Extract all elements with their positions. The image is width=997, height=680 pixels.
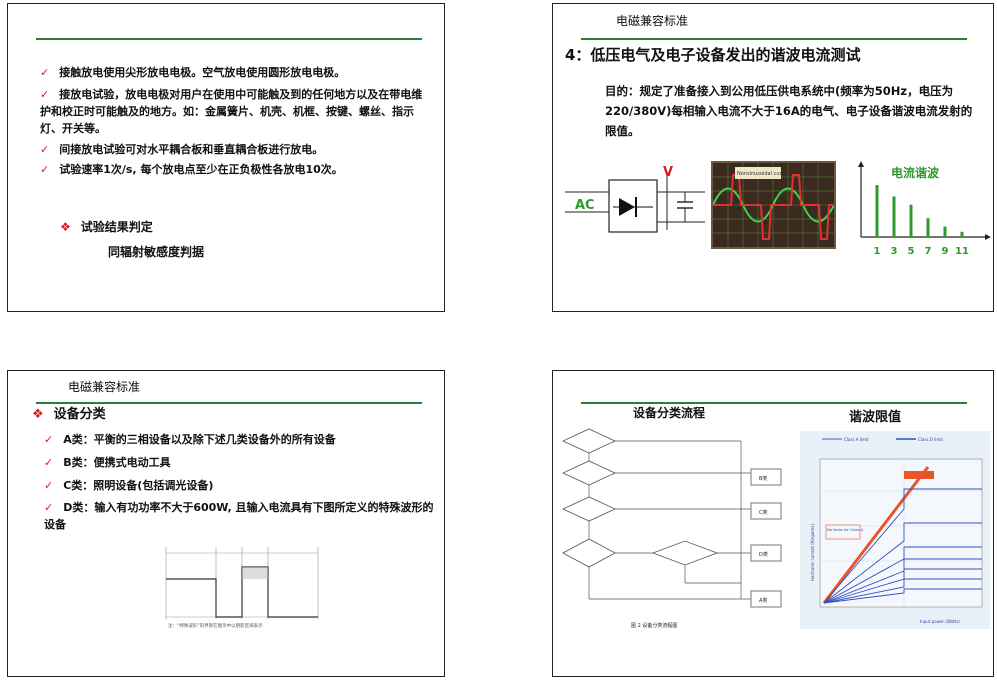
bullet-1: ✓接触放电使用尖形放电电极。空气放电使用圆形放电电极。 <box>40 66 346 79</box>
bullet-4: ✓试验速率1次/s, 每个放电点至少在正负极性各放电10次。 <box>40 163 343 176</box>
limit-note: No limits for Class A <box>827 528 864 532</box>
special-waveform-figure: 注：“特殊波形”的界限在图示中以阴影区域表示 <box>165 547 319 629</box>
class-a-item: ✓A类：平衡的三相设备以及除下述几类设备外的所有设备 <box>44 433 336 446</box>
legend-class-a: Class A limit <box>844 437 869 442</box>
harmonic-order-label: 9 <box>942 246 949 257</box>
limits-plot: Class A limit Class D limit No li <box>810 437 983 624</box>
class-d-item: ✓D类：输入有功功率不大于600W, 且输入电流具有下图所定义的特殊波形的设备 <box>44 501 434 531</box>
harmonic-bar <box>943 226 947 237</box>
flow-box-b: B类 <box>759 475 767 482</box>
harmonic-order-label: 11 <box>955 246 969 257</box>
harmonic-limits-chart: Class A limit Class D limit No li <box>800 431 990 629</box>
diamond-bullet-icon: ❖ <box>32 407 44 422</box>
slide-title: 4：低压电气及电子设备发出的谐波电流测试 <box>565 46 861 64</box>
voltage-label: V <box>663 165 674 180</box>
diamond-bullet-icon: ❖ <box>60 220 71 234</box>
y-axis-arrow-icon <box>858 161 864 167</box>
limit-xlabel: Input power (Watts) <box>920 619 960 624</box>
flow-caption: 图 2 设备分类流程图 <box>631 622 677 629</box>
title-rule <box>581 38 967 40</box>
scope-caption: Nonsinusoidal current <box>737 171 792 177</box>
limit-ylabel: Harmonic current (Amperes) <box>810 524 815 581</box>
class-b-item: ✓B类：便携式电动工具 <box>44 456 171 469</box>
oscilloscope-image: Nonsinusoidal current <box>711 161 836 249</box>
figure-caption: 注：“特殊波形”的界限在图示中以阴影区域表示 <box>168 622 263 629</box>
check-icon: ✓ <box>40 163 50 176</box>
slide-flow-and-limits: 设备分类流程 谐波限值 <box>552 370 994 677</box>
harmonic-bar <box>909 204 913 237</box>
slide-harmonics: 电磁兼容标准 4：低压电气及电子设备发出的谐波电流测试 目的：规定了准备接入到公… <box>552 3 994 312</box>
slide-classification: 电磁兼容标准 ❖设备分类 ✓A类：平衡的三相设备以及除下述几类设备外的所有设备 … <box>7 370 445 677</box>
waveform-display: Nonsinusoidal current <box>712 163 835 247</box>
classification-flowchart: B类 C类 D类 A类 图 2 设备分类流程图 <box>562 428 782 629</box>
harmonic-order-label: 7 <box>925 246 932 257</box>
check-icon: ✓ <box>40 88 50 101</box>
harmonic-order-label: 5 <box>908 246 915 257</box>
purpose-text: 目的：规定了准备接入到公用低压供电系统中(频率为50Hz，电压为220/380V… <box>605 84 973 138</box>
x-axis-arrow-icon <box>985 234 991 240</box>
class-c-item: ✓C类：照明设备(包括调光设备) <box>44 479 214 492</box>
result-text: 同辐射敏感度判据 <box>108 245 205 259</box>
slide-esd: ✓接触放电使用尖形放电电极。空气放电使用圆形放电电极。 ✓接放电试验，放电电极对… <box>7 3 445 312</box>
result-heading: ❖试验结果判定 <box>60 220 153 234</box>
harmonic-order-label: 3 <box>891 246 898 257</box>
slide-header: 电磁兼容标准 <box>68 380 141 394</box>
check-icon: ✓ <box>44 433 54 446</box>
title-rule <box>36 402 422 404</box>
harmonic-bar <box>960 231 964 237</box>
check-icon: ✓ <box>44 479 54 492</box>
check-icon: ✓ <box>40 143 50 156</box>
harmonic-bar <box>875 185 879 237</box>
title-rule <box>581 402 967 404</box>
harmonic-bar <box>926 218 930 237</box>
flow-box-a: A类 <box>759 597 767 604</box>
check-icon: ✓ <box>44 501 54 514</box>
bullet-2: ✓接放电试验，放电电极对用户在使用中可能触及到的任何地方以及在带电维护和校正时可… <box>40 88 423 135</box>
flow-box-d: D类 <box>759 551 768 558</box>
legend-class-d: Class D limit <box>918 437 943 442</box>
rectifier-circuit <box>565 172 705 233</box>
bullet-3: ✓间接放电试验可对水平耦合板和垂直耦合板进行放电。 <box>40 143 324 156</box>
flow-title: 设备分类流程 <box>633 406 706 420</box>
check-icon: ✓ <box>44 456 54 469</box>
ac-label: AC <box>575 198 595 213</box>
harmonic-order-label: 1 <box>874 246 881 257</box>
limit-title: 谐波限值 <box>849 410 902 425</box>
flow-box-c: C类 <box>759 509 768 516</box>
harmonic-bar <box>892 196 896 237</box>
section-heading: ❖设备分类 <box>32 407 106 422</box>
chart-title: 电流谐波 <box>891 166 940 180</box>
title-rule <box>36 38 422 40</box>
slide-header: 电磁兼容标准 <box>616 14 689 28</box>
check-icon: ✓ <box>40 66 50 79</box>
